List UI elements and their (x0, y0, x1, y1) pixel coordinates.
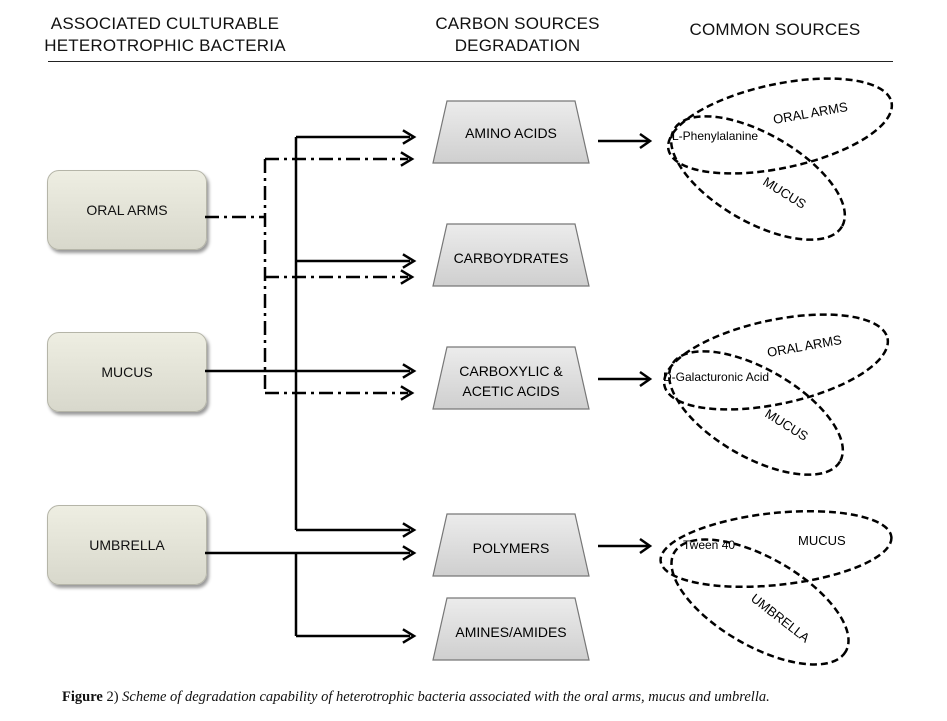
header-carbon-sources: CARBON SOURCES DEGRADATION (410, 13, 625, 57)
umbrella-connectors (205, 551, 410, 638)
header-line: ASSOCIATED CULTURABLE (50, 14, 280, 33)
header-line: HETEROTROPHIC BACTERIA (44, 36, 286, 55)
carbon-label: POLYMERS (473, 540, 550, 556)
compound-label: L-Phenylalanine (672, 129, 758, 143)
venn-group-amino-acids (666, 77, 894, 241)
compound-label: D-Galacturonic Acid (663, 370, 769, 384)
source-box-oral-arms: ORAL ARMS (47, 170, 207, 250)
source-box-mucus: MUCUS (47, 332, 207, 412)
ellipse-label: MUCUS (798, 533, 846, 548)
source-label: ORAL ARMS (86, 202, 168, 218)
figure-caption: Figure 2) Scheme of degradation capabili… (62, 689, 922, 706)
ellipse-label: MUCUS (762, 406, 811, 444)
source-label: UMBRELLA (89, 537, 165, 553)
carbon-label: ACETIC ACIDS (462, 383, 559, 399)
carbon-source-carbohydrates: CARBOYDRATES (432, 223, 590, 287)
carbon-source-amines-amides: AMINES/AMIDES (432, 597, 590, 661)
header-associated-bacteria: ASSOCIATED CULTURABLE HETEROTROPHIC BACT… (30, 13, 300, 57)
venn-group-polymers (659, 509, 893, 666)
arrowheads (400, 129, 417, 644)
source-box-umbrella: UMBRELLA (47, 505, 207, 585)
carbon-label: CARBOXYLIC & (459, 363, 563, 379)
caption-label: Figure (62, 689, 103, 705)
common-source-arrows (598, 132, 653, 555)
ellipse-label: MUCUS (760, 174, 809, 212)
source-label: MUCUS (101, 364, 153, 380)
carbon-source-amino-acids: AMINO ACIDS (432, 100, 590, 164)
header-line: DEGRADATION (454, 36, 581, 55)
ellipse-label: ORAL ARMS (772, 99, 849, 127)
header-common-sources: COMMON SOURCES (655, 19, 895, 41)
carbon-label: CARBOYDRATES (454, 250, 569, 266)
venn-group-carboxylic-acids (662, 313, 890, 476)
oral-arms-connectors (205, 157, 408, 395)
mucus-connectors (205, 135, 410, 532)
caption-text: Scheme of degradation capability of hete… (122, 689, 770, 705)
carbon-source-polymers: POLYMERS (432, 513, 590, 577)
ellipse-label: ORAL ARMS (766, 332, 843, 360)
header-line: CARBON SOURCES (435, 14, 600, 33)
carbon-source-carboxylic-acids: CARBOXYLIC & ACETIC ACIDS (432, 346, 590, 410)
carbon-label: AMINES/AMIDES (455, 624, 566, 640)
caption-number: 2) (106, 689, 119, 705)
header-line: COMMON SOURCES (689, 20, 861, 39)
ellipse-label: UMBRELLA (748, 591, 813, 646)
compound-label: Tween 40 (683, 538, 735, 552)
header-divider (48, 61, 893, 62)
carbon-label: AMINO ACIDS (465, 125, 557, 141)
